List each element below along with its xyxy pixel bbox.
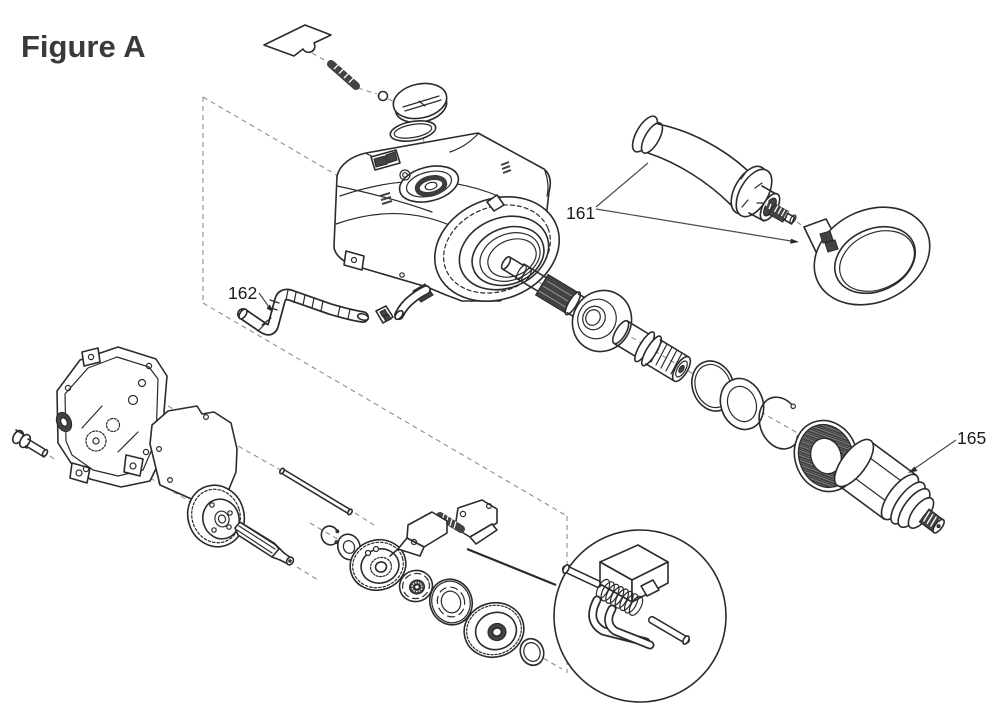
leader-161-arrowhead	[790, 238, 799, 244]
clamp-band	[803, 206, 931, 306]
oil-cap	[392, 82, 448, 124]
small-retaining-ring	[320, 525, 340, 546]
detail-spring-block	[599, 544, 669, 603]
shift-bracket-assembly	[389, 499, 498, 557]
brand-label	[370, 149, 401, 171]
clip-plate	[263, 24, 332, 57]
label-161: 161	[566, 203, 595, 223]
spur-gear	[463, 601, 525, 659]
thin-washer	[519, 637, 545, 667]
idler-rod	[279, 467, 353, 516]
spindle-thread	[645, 339, 692, 383]
hose-clip	[375, 305, 394, 324]
detent-ball	[377, 90, 389, 102]
leader-162	[258, 292, 270, 308]
leader-161-b	[595, 208, 792, 242]
flat-washer	[719, 377, 765, 431]
cover-internal-gears	[64, 362, 153, 473]
ratchet-ring	[428, 578, 474, 626]
spline-gear	[349, 538, 407, 592]
spring-pin	[327, 60, 360, 90]
handle-stud	[768, 203, 797, 225]
figure-title: Figure A	[21, 29, 146, 64]
leader-165-arrowhead	[908, 466, 918, 473]
clutch-gear	[186, 484, 295, 566]
housing-collar	[433, 194, 561, 302]
gasket-plate	[149, 405, 238, 507]
ratchet-gear	[398, 569, 434, 603]
label-165: 165	[957, 428, 986, 448]
side-handle-assembly	[631, 115, 931, 306]
detail-callout	[553, 529, 727, 703]
detail-rod-right	[648, 616, 690, 645]
housing-foot	[343, 250, 365, 271]
o-ring	[389, 120, 437, 142]
gearbox-cover	[55, 346, 168, 488]
leader-161-a	[595, 162, 649, 208]
spindle-assembly	[500, 256, 692, 383]
mode-marking	[379, 161, 512, 205]
leader-165	[913, 439, 957, 470]
coupling-adapter	[833, 438, 945, 534]
washer-stack	[691, 360, 859, 493]
oil-port	[398, 165, 460, 203]
label-162: 162	[228, 283, 257, 303]
handle-grip	[631, 115, 748, 206]
detail-fork-lever	[588, 595, 655, 650]
elbow-fitting	[394, 283, 434, 321]
clutch-spline-shaft	[234, 521, 295, 566]
detail-leader-line	[466, 547, 557, 587]
bolt	[11, 429, 49, 458]
hose-assembly	[237, 283, 434, 336]
leader-162-arrowhead	[266, 304, 273, 312]
handle-flange	[730, 165, 781, 222]
callouts: 161 162 165	[228, 162, 986, 473]
gear-housing	[333, 132, 561, 302]
